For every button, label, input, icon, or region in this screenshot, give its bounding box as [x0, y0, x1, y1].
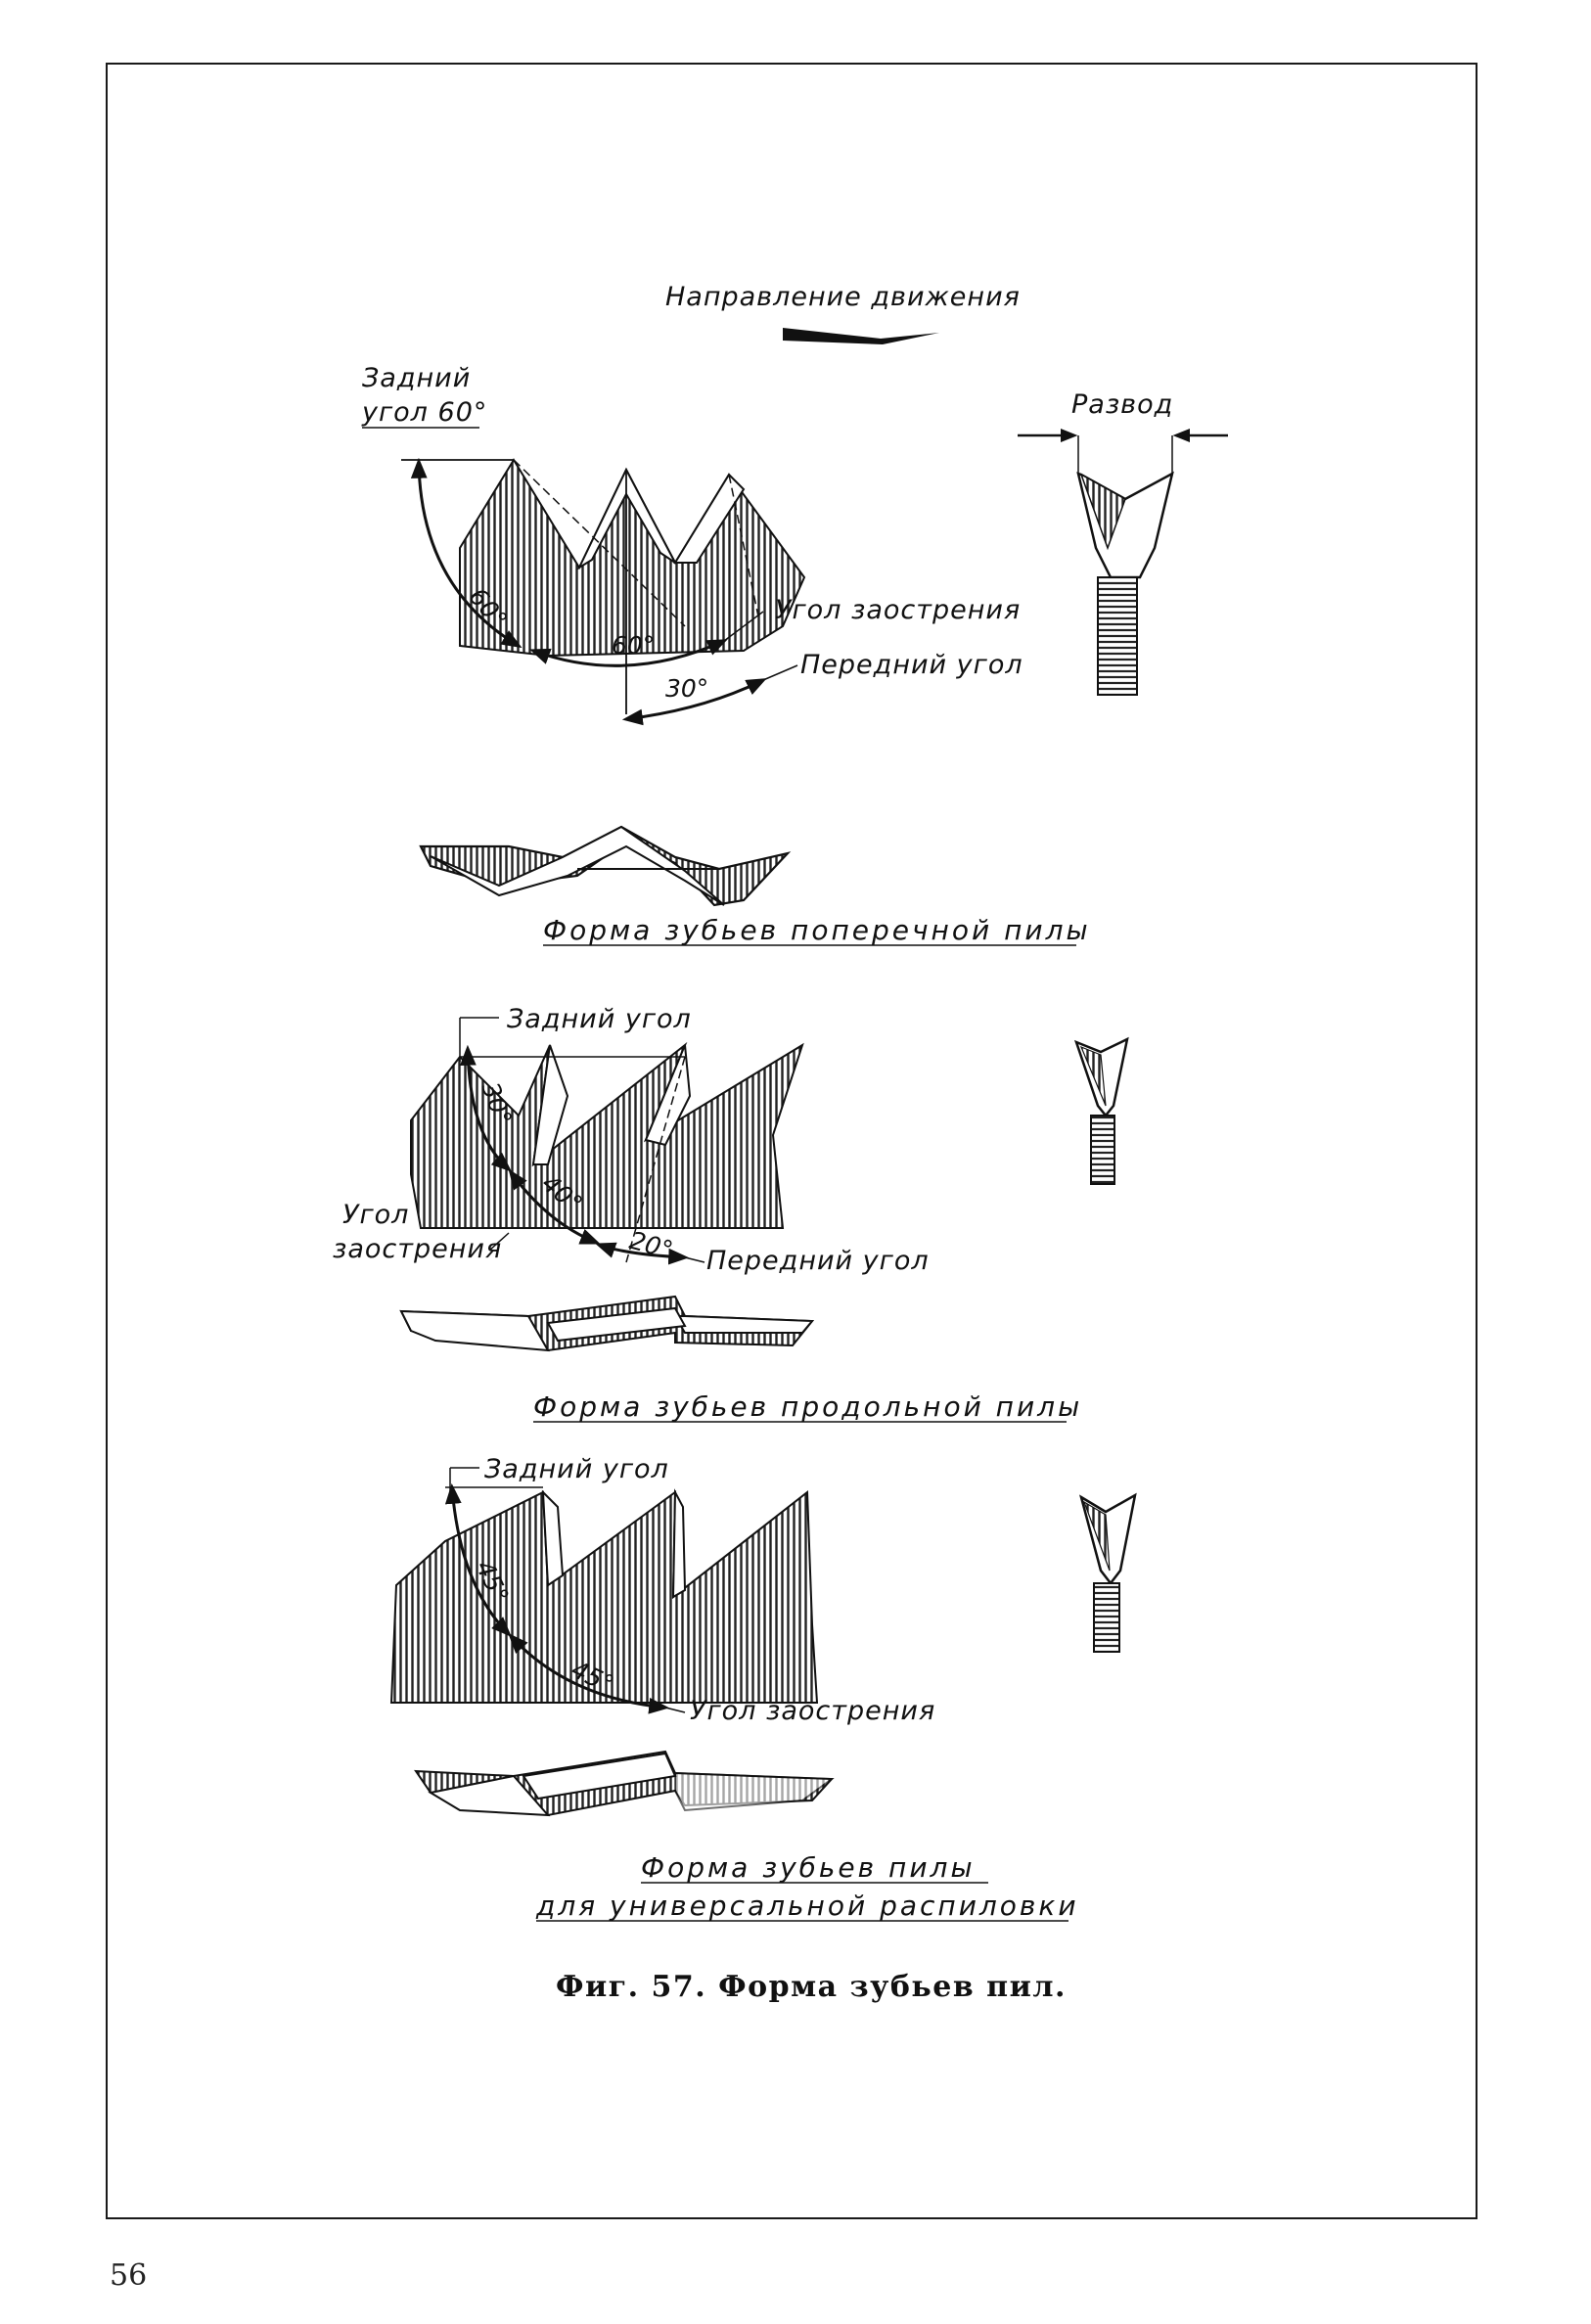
set-label: Развод [1071, 389, 1173, 420]
universal-caption-line1: Форма зубьев пилы [641, 1851, 976, 1884]
rip-front-angle-value: 20° [626, 1226, 675, 1264]
universal-caption-line2: для универсальной распиловки [535, 1890, 1079, 1922]
crosscut-sharpening-label: Угол заострения [775, 595, 1021, 625]
rip-teeth-drawing [410, 1017, 804, 1263]
direction-label: Направление движения [665, 282, 1021, 312]
direction-arrow-icon [783, 328, 939, 344]
crosscut-angle-arcs [410, 457, 767, 726]
rip-front-label: Передний угол [706, 1246, 930, 1276]
rip-sharpening-line1: Угол [342, 1200, 409, 1230]
rip-top-view [399, 1295, 815, 1352]
crosscut-caption: Форма зубьев поперечной пилы [543, 914, 1091, 946]
universal-angle-arcs [444, 1482, 670, 1714]
crosscut-back-angle-line2: угол 60° [361, 397, 487, 428]
universal-set-profile [1078, 1492, 1137, 1653]
rip-angle-arcs [459, 1044, 690, 1265]
rip-caption: Форма зубьев продольной пилы [533, 1390, 1082, 1423]
crosscut-sharpening-angle-value: 60° [612, 631, 655, 660]
universal-top-view [414, 1750, 835, 1817]
universal-back-label: Задний угол [484, 1454, 669, 1484]
universal-sharpening-label: Угол заострения [690, 1696, 935, 1726]
figure-caption: Фиг. 57. Форма зубьев пил. [556, 1970, 1067, 2004]
crosscut-back-angle-line1: Задний [362, 363, 471, 393]
rip-sharpening-line2: заострения [333, 1234, 502, 1264]
crosscut-set-profile [1076, 435, 1174, 696]
rip-back-label: Задний угол [507, 1004, 692, 1034]
page-number: 56 [110, 2258, 148, 2293]
crosscut-front-angle-value: 30° [665, 674, 708, 703]
crosscut-front-label: Передний угол [800, 650, 1023, 680]
page-frame [106, 63, 1477, 2219]
crosscut-teeth-drawing [401, 458, 806, 714]
crosscut-top-view [419, 825, 792, 907]
rip-set-profile [1073, 1036, 1129, 1185]
